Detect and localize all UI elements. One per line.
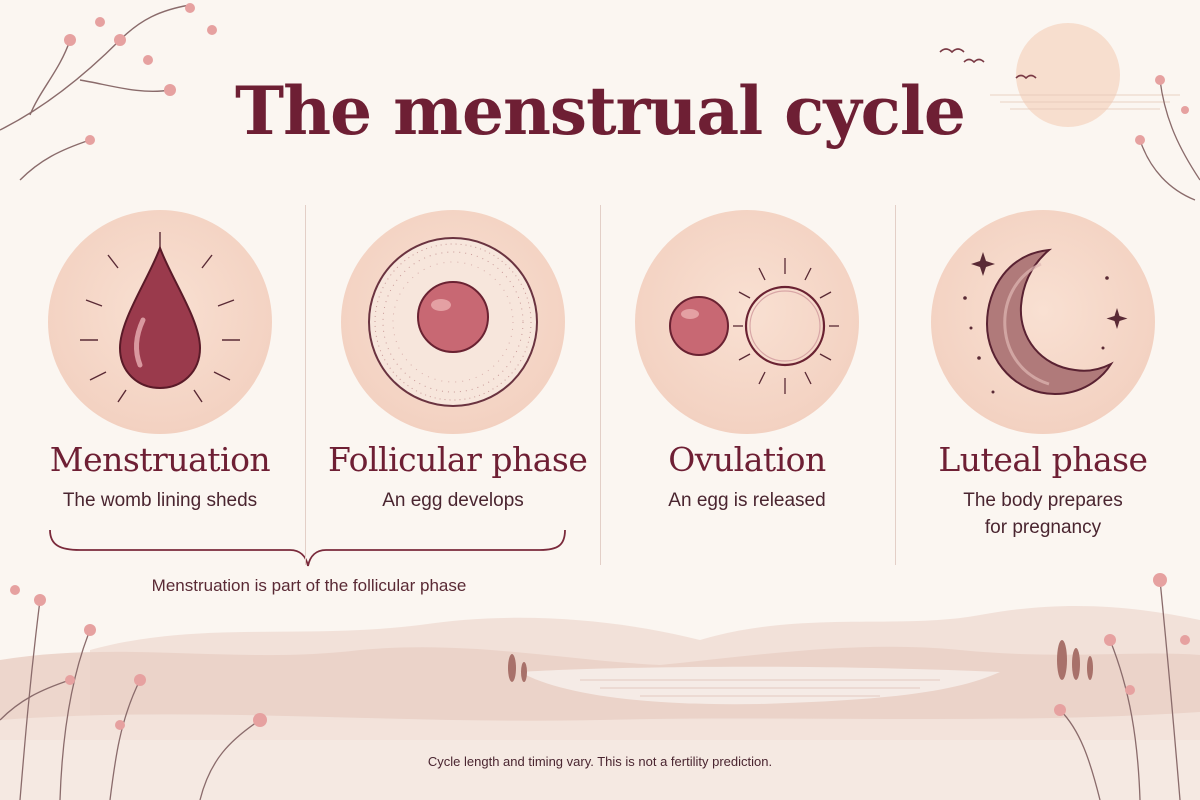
egg-release-icon [669,258,839,394]
disclaimer-footer: Cycle length and timing vary. This is no… [427,754,773,769]
phase-illustration [48,210,272,434]
page-title: The menstrual cycle [235,72,966,150]
crescent-moon-icon [963,248,1128,396]
phase-name: Follicular phase [328,440,588,479]
sparkle-icon [963,252,1128,394]
phase-name: Ovulation [668,440,826,479]
phase-description: An egg is released [668,490,826,511]
phase-illustration [341,210,565,434]
phase-description: The womb lining sheds [62,490,258,511]
branch-top-left [0,4,191,181]
phase-illustration [635,210,859,434]
phase-luteal: Luteal phase The body prepares for pregn… [918,210,1168,541]
phase-brace [49,529,566,567]
sun-icon [1016,23,1120,127]
phase-description: The body prepares for pregnancy [963,490,1123,538]
phase-illustration [931,210,1155,434]
phase-ovulation: Ovulation An egg is released [622,210,872,514]
column-divider [305,205,306,565]
lake [520,666,1000,705]
phase-description: An egg develops [382,490,524,511]
phase-menstruation: Menstruation The womb lining sheds [35,210,285,514]
phase-name: Menstruation [49,440,271,479]
birds-icon [939,48,1037,80]
phase-name: Luteal phase [938,440,1148,479]
brace-note: Menstruation is part of the follicular p… [151,576,467,595]
blood-drop-icon [80,232,240,403]
column-divider [600,205,601,565]
follicle-icon [368,237,538,407]
phase-follicular: Follicular phase An egg develops [328,210,588,514]
column-divider [895,205,896,565]
